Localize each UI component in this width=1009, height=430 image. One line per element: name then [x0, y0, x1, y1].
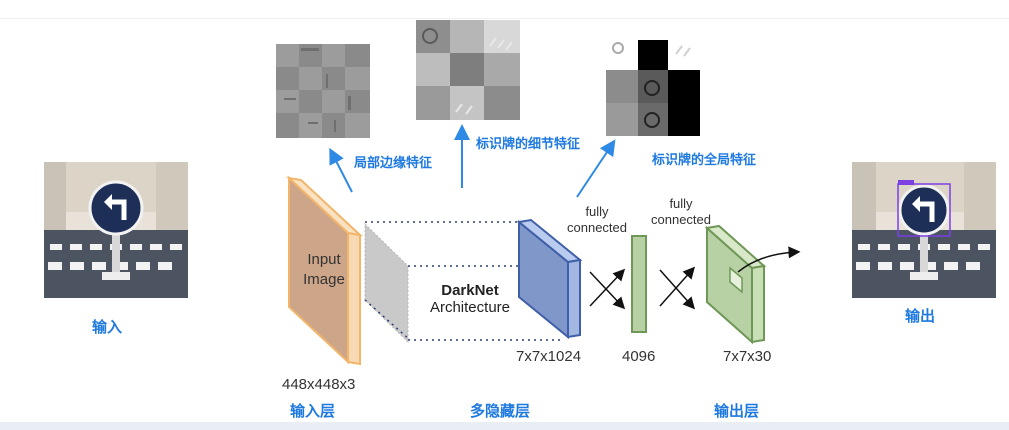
input-layer-label: 输入层 — [290, 403, 336, 420]
input-photo — [44, 162, 188, 298]
input-block-line1: Input — [307, 251, 341, 268]
bottom-bar — [0, 422, 1009, 430]
dim-1024: 7x7x1024 — [516, 348, 582, 365]
darknet-first-layer — [364, 222, 409, 344]
fc2-label-line1: fully — [669, 196, 693, 211]
output-block-side — [751, 264, 765, 344]
detection-box — [897, 183, 951, 237]
conv-block-side — [567, 258, 581, 339]
dim-output: 7x7x30 — [723, 348, 772, 365]
feature-label-global: 标识牌的全局特征 — [652, 152, 757, 167]
feature-label-detail: 标识牌的细节特征 — [476, 136, 581, 151]
output-cell-arrow — [737, 246, 801, 273]
input-block-top — [285, 176, 364, 237]
darknet-subtitle: Architecture — [429, 299, 511, 316]
input-label: 输入 — [92, 319, 123, 336]
output-label: 输出 — [905, 308, 936, 325]
arrow-to-local-features — [329, 147, 353, 193]
fc1-label: fully connected — [562, 204, 632, 236]
fc1-label-line2: connected — [567, 220, 627, 235]
arrow-to-global-features — [576, 139, 616, 198]
feature-label-local: 局部边缘特征 — [354, 155, 433, 170]
input-block-label: Input Image — [296, 250, 352, 290]
fc2-label-line2: connected — [651, 212, 711, 227]
dim-4096: 4096 — [622, 348, 656, 365]
output-layer-label: 输出层 — [714, 403, 760, 420]
output-cell — [729, 266, 743, 294]
hidden-layers-label: 多隐藏层 — [470, 403, 531, 420]
input-dims: 448x448x3 — [282, 376, 356, 393]
fc1-arrow-up — [589, 268, 626, 307]
fc2-arrow-up — [659, 266, 695, 307]
feature-map-detail — [416, 20, 520, 120]
output-photo — [852, 162, 996, 298]
fc2-label: fully connected — [644, 196, 718, 228]
feature-map-local — [276, 44, 370, 138]
input-block-line2: Image — [303, 271, 345, 288]
top-divider — [0, 18, 1009, 19]
darknet-label: DarkNet Architecture — [418, 282, 522, 316]
feature-map-global — [606, 36, 700, 136]
fc1-label-line1: fully — [585, 204, 609, 219]
darknet-title: DarkNet — [441, 282, 499, 299]
fc-vector-4096 — [631, 235, 647, 333]
